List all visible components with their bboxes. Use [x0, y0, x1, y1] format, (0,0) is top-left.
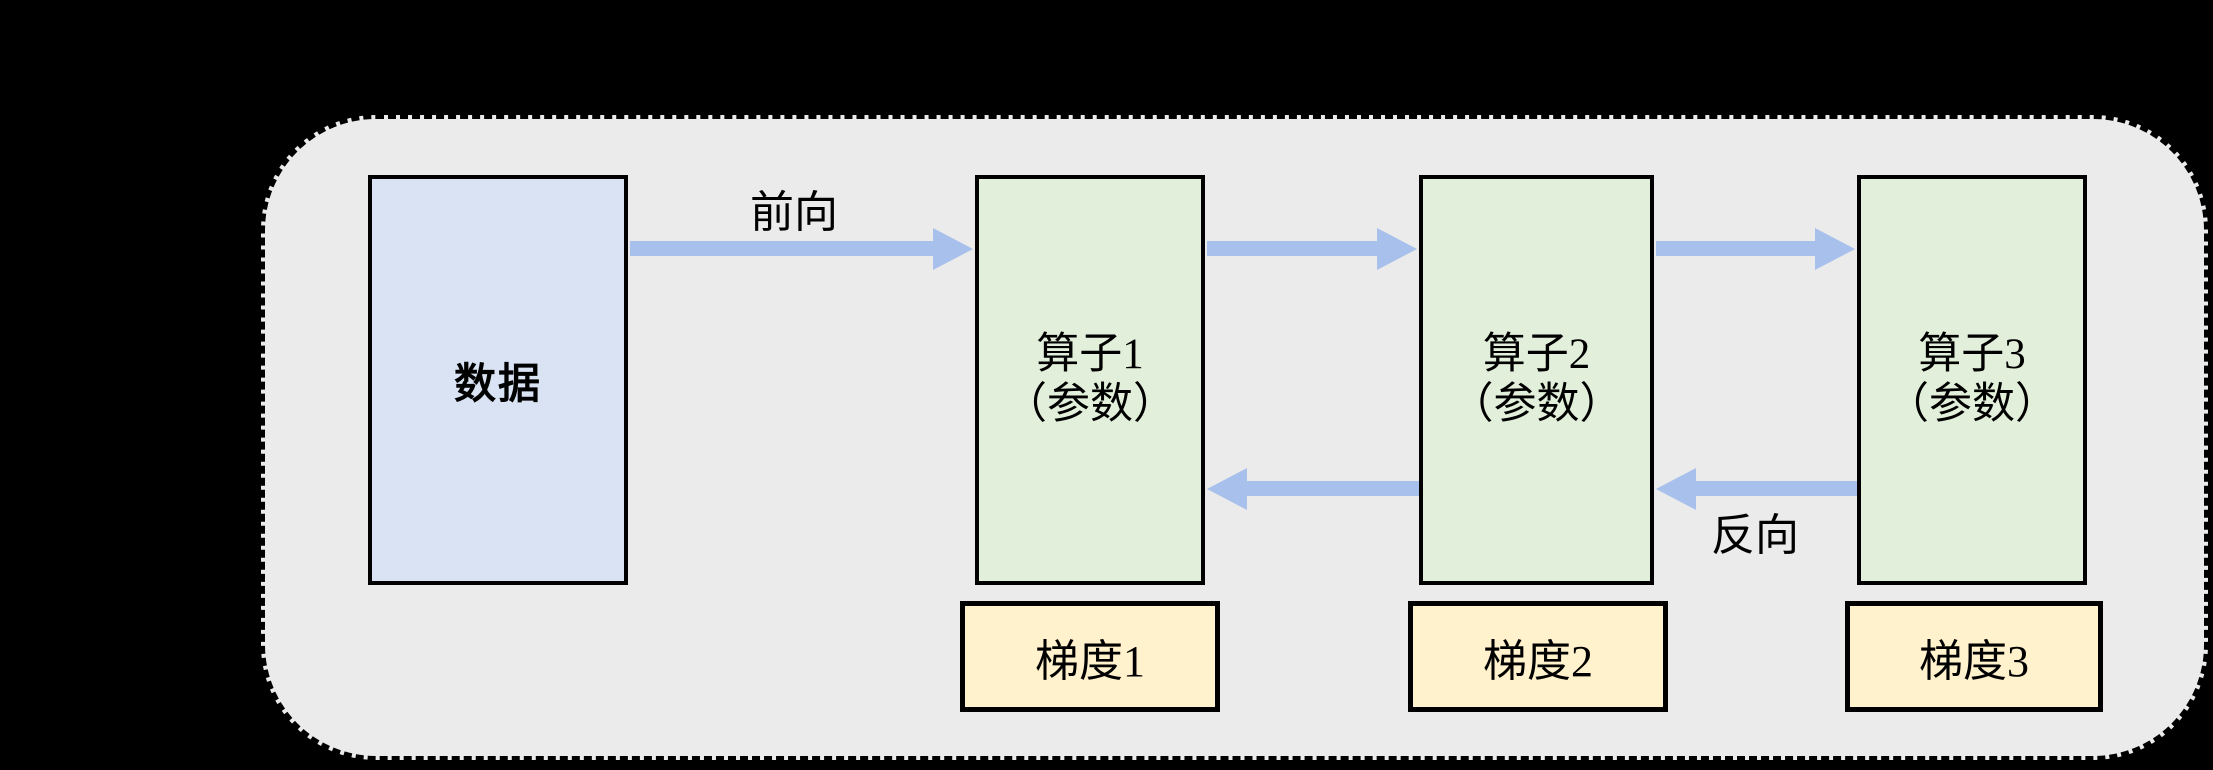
backward-arrow-op3-to-op2: [1656, 468, 1857, 510]
gradient-2-node: 梯度2: [1408, 601, 1668, 712]
operator-3-param: （参数）: [1886, 381, 2058, 428]
forward-arrow-op2-to-op3: [1656, 228, 1855, 270]
arrow-shaft: [630, 241, 935, 256]
arrow-shaft: [1245, 481, 1419, 496]
arrow-head-right-icon: [1815, 228, 1855, 270]
gradient-1-label: 梯度1: [1035, 636, 1145, 686]
gradient-3-label: 梯度3: [1919, 636, 2029, 686]
operator-3-node: 算子3 （参数）: [1857, 175, 2087, 585]
backward-arrow-op2-to-op1: [1207, 468, 1419, 510]
gradient-1-node: 梯度1: [960, 601, 1220, 712]
operator-2-name: 算子2: [1482, 331, 1591, 378]
operator-3-name: 算子3: [1918, 331, 2026, 378]
operator-1-node: 算子1 （参数）: [975, 175, 1205, 585]
data-node: 数据: [368, 175, 628, 585]
backward-label: 反向: [1711, 511, 1799, 560]
forward-arrow-op1-to-op2: [1207, 228, 1417, 270]
operator-2-param: （参数）: [1450, 381, 1623, 428]
arrow-head-left-icon: [1656, 468, 1696, 510]
arrow-head-right-icon: [1377, 228, 1417, 270]
arrow-shaft: [1207, 241, 1379, 256]
arrow-shaft: [1694, 481, 1857, 496]
gradient-2-label: 梯度2: [1483, 636, 1593, 686]
forward-label: 前向: [750, 188, 838, 237]
arrow-shaft: [1656, 241, 1817, 256]
arrow-head-left-icon: [1207, 468, 1247, 510]
operator-1-param: （参数）: [1004, 381, 1176, 428]
gradient-3-node: 梯度3: [1845, 601, 2103, 712]
operator-1-name: 算子1: [1036, 331, 1144, 378]
data-node-label: 数据: [453, 361, 542, 408]
operator-2-node: 算子2 （参数）: [1419, 175, 1654, 585]
forward-arrow-data-to-op1: [630, 228, 973, 270]
arrow-head-right-icon: [933, 228, 973, 270]
